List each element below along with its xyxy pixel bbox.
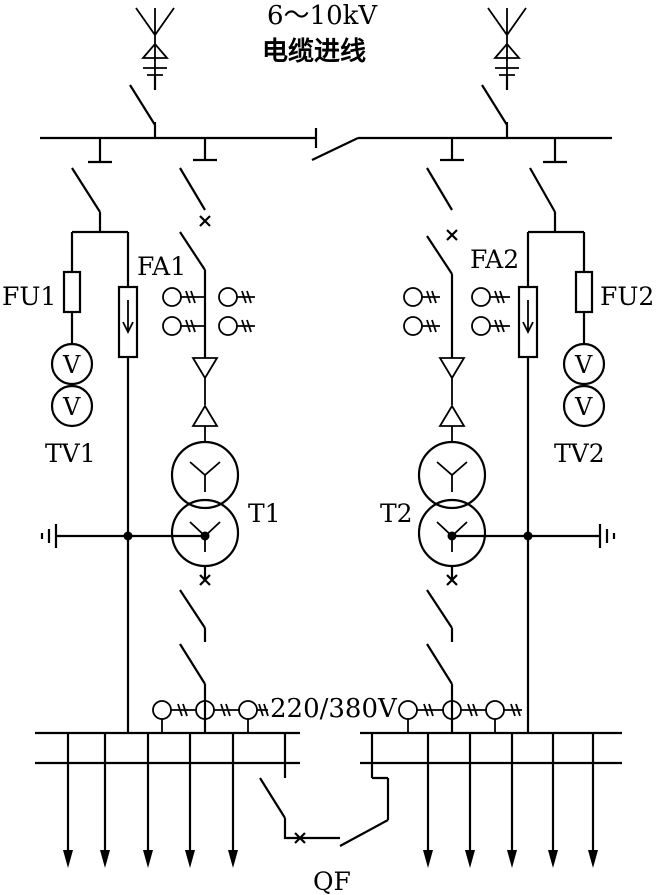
qf-label: QF bbox=[313, 867, 351, 895]
power-transformer-t2 bbox=[417, 440, 487, 568]
voltmeter-symbol-tv1-lower: V bbox=[62, 393, 81, 421]
hv-busbar-left bbox=[40, 128, 318, 148]
t1-label: T1 bbox=[248, 499, 281, 528]
surge-arrester-fa1 bbox=[117, 285, 139, 359]
current-transformers-ct2 bbox=[403, 287, 510, 336]
hv-bus-tie-switch bbox=[311, 137, 359, 161]
fuse-fu2 bbox=[574, 270, 594, 314]
cable-terminals-t2 bbox=[438, 357, 466, 442]
lv-incomer-left bbox=[179, 566, 211, 733]
lv-incomer-right bbox=[426, 566, 458, 733]
lv-busbar-left bbox=[35, 731, 300, 765]
hv-feeder-right bbox=[426, 138, 464, 358]
fa2-label: FA2 bbox=[470, 245, 519, 274]
cable-terminals-t1 bbox=[191, 357, 219, 442]
fu1-label: FU1 bbox=[2, 282, 56, 311]
neutral-earthing-right bbox=[452, 524, 616, 548]
lv-outgoing-feeders-right bbox=[426, 733, 595, 860]
voltmeter-symbol-tv2-upper: V bbox=[574, 351, 593, 379]
lv-feeder-arrows-left bbox=[63, 850, 238, 868]
current-transformers-ct1 bbox=[162, 287, 255, 336]
fu2-label: FU2 bbox=[600, 282, 654, 311]
surge-arrester-fa2 bbox=[517, 285, 539, 359]
incoming-disconnector-left bbox=[129, 75, 157, 138]
lv-current-transformers-right bbox=[398, 700, 522, 733]
tv2-label: TV2 bbox=[554, 439, 605, 468]
incoming-disconnector-right bbox=[481, 75, 509, 138]
low-voltage-label: 220/380V bbox=[270, 694, 398, 724]
lv-outgoing-feeders-left bbox=[66, 733, 235, 860]
fuse-fu1 bbox=[62, 270, 82, 314]
t2-label: T2 bbox=[380, 499, 413, 528]
hv-branch-right-tv bbox=[526, 138, 586, 733]
incoming-cable-label: 电缆进线 bbox=[262, 36, 366, 67]
hv-branch-left-tv bbox=[70, 138, 130, 733]
incoming-voltage-label: 6～10kV bbox=[267, 1, 378, 31]
bus-tie-breaker-qf bbox=[259, 733, 390, 847]
hv-feeder-left bbox=[179, 138, 217, 358]
voltmeter-symbol-tv1-upper: V bbox=[62, 351, 81, 379]
fa1-label: FA1 bbox=[137, 252, 186, 281]
voltmeter-symbol-tv2-lower: V bbox=[574, 393, 593, 421]
neutral-earthing-left bbox=[40, 524, 205, 548]
voltage-transformer-tv1: V V bbox=[50, 342, 94, 428]
power-transformer-t1 bbox=[170, 440, 240, 568]
cable-termination-right bbox=[487, 7, 527, 76]
lv-busbar-right bbox=[360, 731, 622, 765]
cable-termination-left bbox=[135, 7, 175, 76]
tv1-label: TV1 bbox=[45, 439, 96, 468]
lv-current-transformers-left bbox=[152, 700, 269, 733]
lv-feeder-arrows-right bbox=[423, 850, 598, 868]
voltage-transformer-tv2: V V bbox=[562, 342, 606, 428]
